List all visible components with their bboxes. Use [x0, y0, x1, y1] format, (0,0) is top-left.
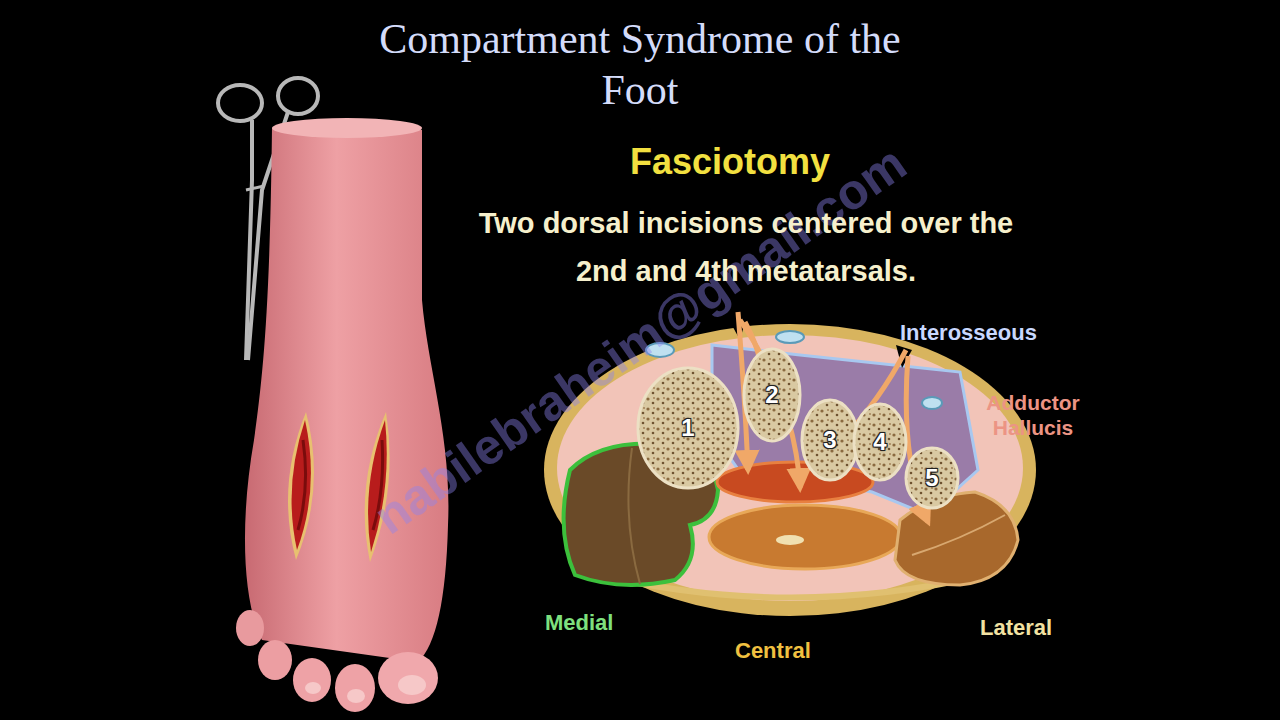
- compartment-label: Adductor Hallucis: [968, 390, 1098, 440]
- callout-number: 1: [636, 366, 740, 490]
- metatarsal-bone: 2: [742, 347, 802, 443]
- title: Compartment Syndrome of the Foot: [372, 14, 908, 116]
- metatarsal-bone: 5: [904, 446, 960, 510]
- section-heading: Fasciotomy: [560, 140, 900, 183]
- callout-number: 4: [852, 402, 908, 482]
- callout-number: 2: [742, 347, 802, 443]
- metatarsal-bone: 4: [852, 402, 908, 482]
- compartment-label: Lateral: [980, 615, 1090, 641]
- compartment-label: Medial: [545, 610, 655, 636]
- foot-drawing: [236, 118, 448, 712]
- watermark: nabilebraheim@gmail.com: [363, 133, 918, 546]
- callout-number: 5: [904, 446, 960, 510]
- metatarsal-bone: 1: [636, 366, 740, 490]
- compartment-label: Interosseous: [900, 320, 1085, 346]
- instruction-note: Two dorsal incisions centered over the 2…: [455, 200, 1037, 296]
- compartment-label: Central: [735, 638, 845, 664]
- metatarsal-bone: 3: [800, 398, 860, 482]
- callout-number: 3: [800, 398, 860, 482]
